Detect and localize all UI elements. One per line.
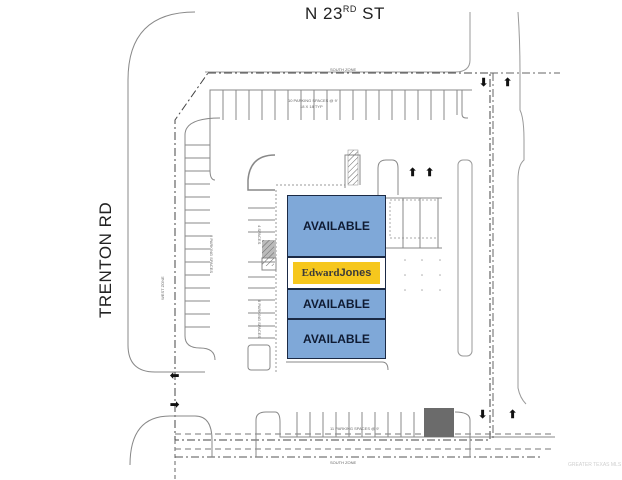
inner-parking-top-note: 4 SPACES — [257, 225, 262, 245]
arrow-up-icon: ⬆ — [425, 167, 435, 179]
suite-available-3[interactable]: AVAILABLE — [287, 319, 386, 359]
south-zone-label-bottom: SOUTH ZONE — [330, 460, 357, 465]
mls-watermark: GREATER TEXAS MLS — [568, 462, 622, 468]
left-parking-note: 8 PARKING SPACES — [209, 235, 214, 274]
arrow-down-icon: ⬇ — [478, 409, 488, 421]
suite-edward-jones[interactable]: EdwardJones — [287, 257, 386, 289]
bottom-parking-note: 11 PARKING SPACES @ 9' — [330, 426, 380, 431]
edward-jones-logo: EdwardJones — [292, 262, 381, 284]
street-label-n-23rd-st: N 23RD ST — [305, 4, 385, 23]
arrow-up-icon: ⬆ — [408, 167, 418, 179]
south-zone-label-top: SOUTH ZONE — [330, 67, 357, 72]
inner-parking-bottom-note: 6 PARKING SPACES — [257, 300, 262, 339]
top-parking-note: 10 PARKING SPACES @ 9' — [288, 98, 338, 103]
west-zone-label: WEST ZONE — [160, 276, 165, 300]
arrow-up-icon: ⬆ — [503, 77, 513, 89]
arrow-right-icon: ➡ — [170, 399, 180, 411]
arrow-left-icon: ⬅ — [170, 370, 180, 382]
arrow-down-icon: ⬇ — [479, 77, 489, 89]
arrow-up-icon: ⬆ — [508, 409, 518, 421]
top-parking-sub-note: 18 X 18 TYP — [300, 104, 323, 109]
suite-available-2[interactable]: AVAILABLE — [287, 289, 386, 319]
street-label-trenton-rd: TRENTON RD — [96, 201, 115, 318]
suite-available-1[interactable]: AVAILABLE — [287, 195, 386, 257]
